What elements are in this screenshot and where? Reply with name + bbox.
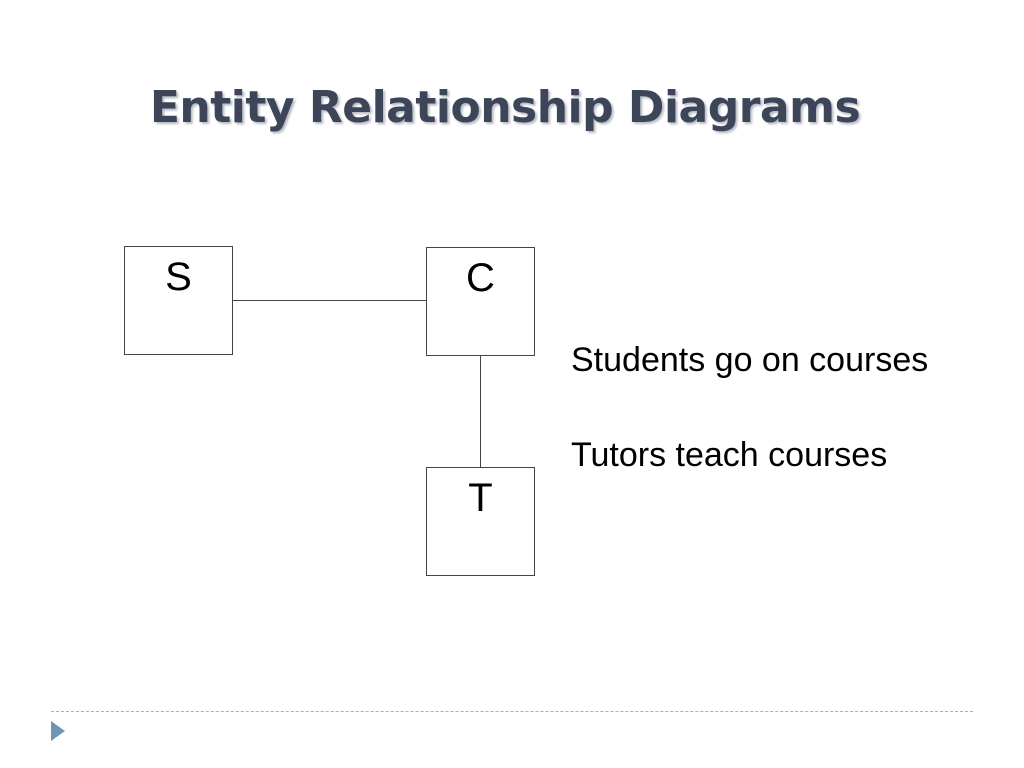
slide-title: Entity Relationship Diagrams (149, 82, 861, 133)
entity-box-c: C (426, 247, 535, 356)
entity-box-s: S (124, 246, 233, 355)
entity-label-c: C (466, 256, 495, 300)
entity-label-s: S (165, 255, 192, 299)
entity-label-t: T (468, 476, 493, 520)
relationship-line-s-c (233, 300, 426, 301)
footer-divider (51, 711, 973, 712)
description-tutors: Tutors teach courses (571, 436, 888, 474)
entity-box-t: T (426, 467, 535, 576)
relationship-line-c-t (480, 356, 481, 467)
description-students: Students go on courses (571, 341, 929, 379)
triangle-right-icon (51, 721, 65, 741)
